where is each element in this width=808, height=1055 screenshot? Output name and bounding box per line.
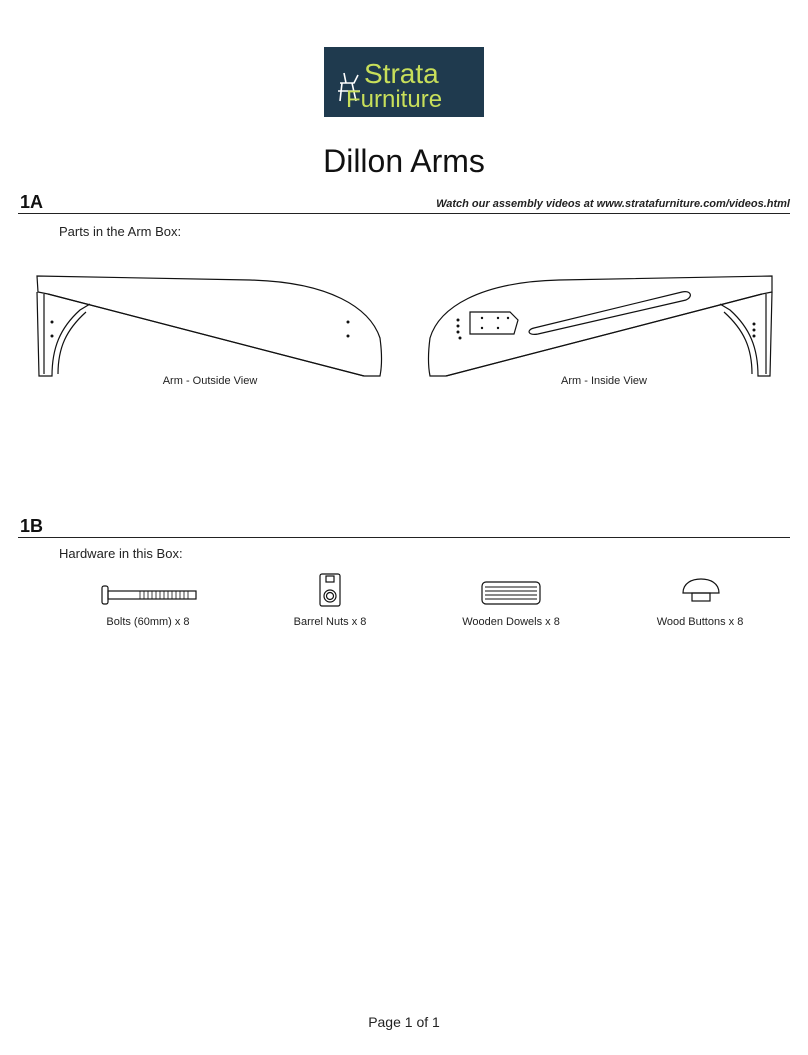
arm-inside-drawing: [427, 275, 773, 377]
hardware-caption-wood-buttons: Wood Buttons x 8: [656, 616, 744, 628]
part-caption-inside: Arm - Inside View: [561, 375, 647, 387]
page-number: Page 1 of 1: [368, 1014, 440, 1030]
logo-line2: Furniture: [346, 86, 442, 113]
parts-lead: Parts in the Arm Box:: [59, 224, 182, 239]
wooden-dowel-icon: [481, 581, 541, 605]
assembly-videos-note: Watch our assembly videos at www.strataf…: [436, 198, 790, 210]
arm-outside-drawing: [36, 275, 383, 377]
part-caption-outside: Arm - Outside View: [162, 375, 258, 387]
hardware-caption-wooden-dowels: Wooden Dowels x 8: [462, 616, 560, 628]
brand-logo: Strata Furniture: [324, 47, 484, 117]
barrel-nut-icon: [319, 573, 341, 607]
bolt-icon: [101, 585, 197, 605]
hardware-lead: Hardware in this Box:: [59, 546, 183, 561]
chair-icon: [338, 72, 360, 102]
hardware-caption-barrel-nuts: Barrel Nuts x 8: [293, 616, 367, 628]
logo-graphic: Strata Furniture: [338, 58, 442, 113]
section-1b-heading: 1B: [20, 516, 44, 536]
section-1a-divider: [18, 213, 790, 214]
hardware-caption-bolts: Bolts (60mm) x 8: [106, 616, 190, 628]
logo-line1: Strata: [364, 58, 439, 89]
section-1a-heading: 1A: [20, 192, 44, 212]
wood-button-icon: [682, 578, 720, 602]
section-1b-divider: [18, 537, 790, 538]
page-title: Dillon Arms: [323, 143, 485, 179]
